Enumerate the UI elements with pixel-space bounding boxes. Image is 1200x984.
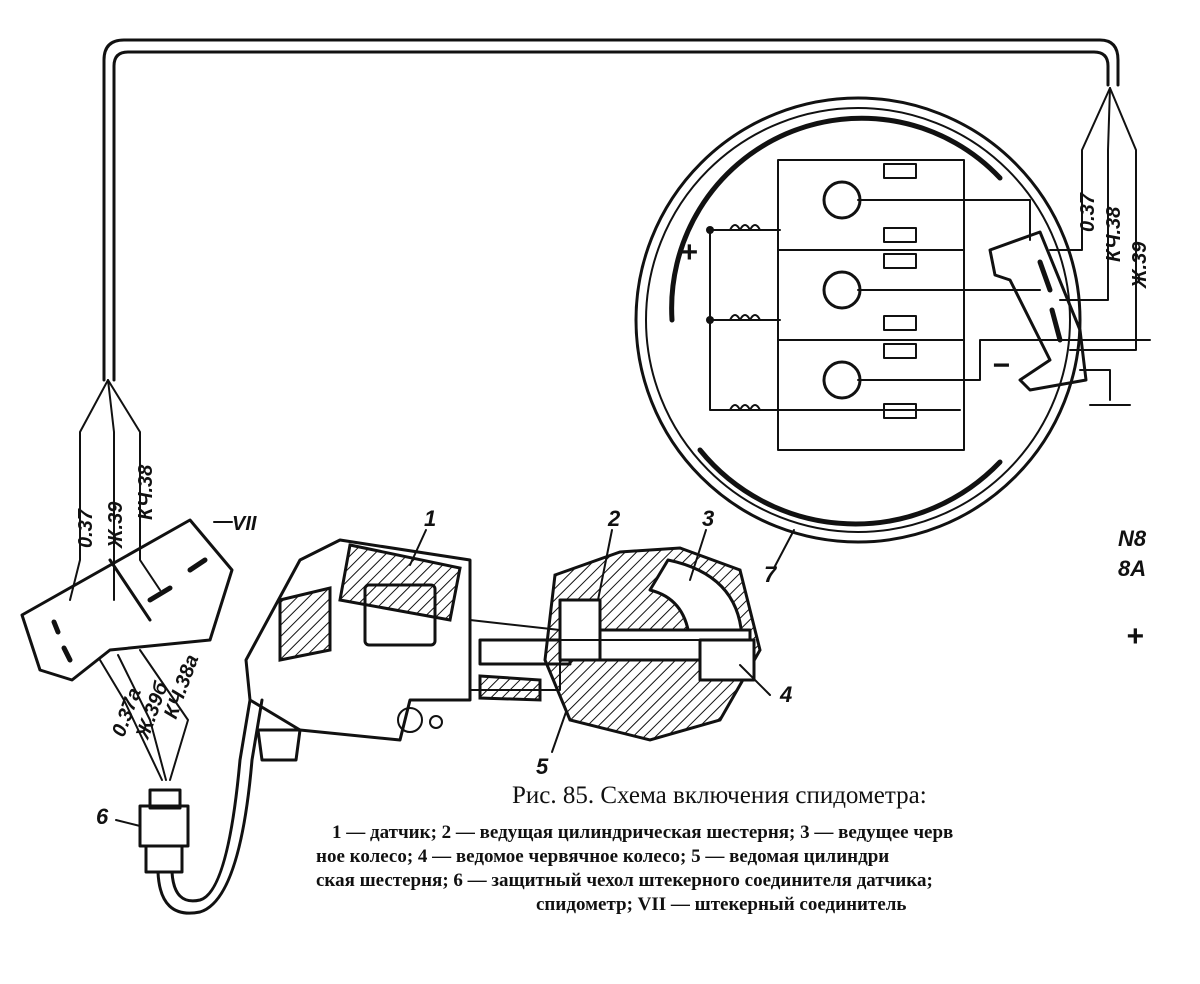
main-cable [102, 38, 1120, 382]
caption-line-1: 1 — датчик; 2 — ведущая цилиндрическая ш… [332, 822, 954, 843]
left-wire-fanout [69, 379, 161, 601]
callout-6: 6 [96, 804, 109, 829]
callout-2: 2 [607, 506, 621, 531]
gearbox-section [543, 546, 762, 742]
callout-3: 3 [702, 506, 714, 531]
callout-vii: VII [232, 513, 257, 535]
edge-text-1: N8 [1118, 526, 1147, 551]
callout-1: 1 [424, 506, 436, 531]
callout-4: 4 [779, 682, 792, 707]
wire-label-left-2: Ж.39 [105, 501, 127, 549]
connector-vii [20, 518, 234, 682]
callout-leaders [409, 529, 795, 753]
wire-label-right-3: Ж.39 [1129, 241, 1151, 289]
speedometer-circuit [706, 159, 1151, 451]
right-wire-fanout [1049, 87, 1137, 351]
plus-sign: + [680, 236, 698, 269]
caption-line-3: ская шестерня; 6 — защитный чехол штекер… [316, 870, 933, 891]
callout-5: 5 [536, 754, 549, 779]
sensor-assembly [244, 538, 572, 762]
wire-label-left-1: 0.37 [75, 508, 97, 548]
edge-text-2: 8A [1118, 556, 1146, 581]
caption-line-4: спидометр; VII — штекерный соединитель [536, 894, 907, 915]
wire-label-left-3: КЧ.38 [135, 464, 157, 520]
speedometer-housing [634, 96, 1082, 544]
wire-label-right-2: КЧ.38 [1103, 206, 1125, 262]
caption-title: Рис. 85. Схема включения спидометра: [512, 782, 927, 809]
callout-7: 7 [764, 562, 778, 587]
wire-label-right-1: 0.37 [1077, 192, 1099, 232]
speedometer-connector [988, 230, 1088, 392]
caption-line-2: ное колесо; 4 — ведомое червячное колесо… [316, 846, 890, 867]
minus-sign: − [992, 349, 1010, 382]
plus-sign-right: + [1126, 620, 1144, 653]
sensor-wire-bundle [99, 649, 189, 781]
plug-6 [115, 698, 264, 915]
